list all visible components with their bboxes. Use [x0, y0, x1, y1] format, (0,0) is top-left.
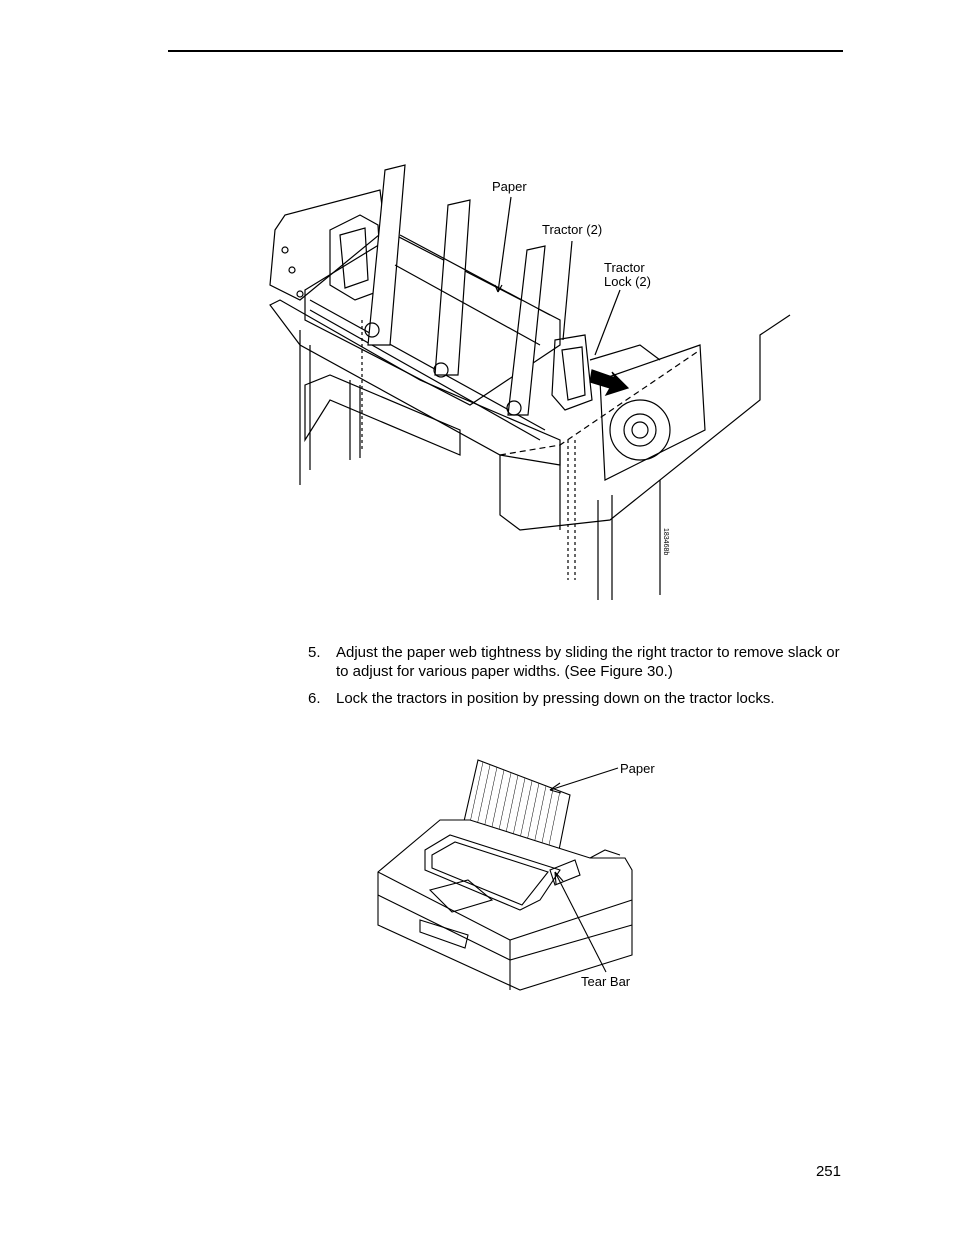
label-tear-bar: Tear Bar [581, 974, 631, 989]
step-text: Lock the tractors in position by pressin… [336, 690, 775, 707]
step-item: 5. Adjust the paper web tightness by sli… [308, 643, 848, 681]
label-tractor: Tractor (2) [542, 222, 603, 237]
label-paper-fig1: Paper [492, 179, 527, 194]
label-tractor-lock-line2: Lock (2) [604, 274, 651, 289]
printer-illustration [377, 759, 633, 991]
step-item: 6. Lock the tractors in position by pres… [308, 689, 848, 708]
header-rule [168, 50, 843, 52]
step-number: 5. [308, 644, 321, 661]
label-paper-fig2: Paper [620, 761, 655, 776]
label-tractor-lock-line1: Tractor [604, 260, 645, 275]
instruction-steps: 5. Adjust the paper web tightness by sli… [308, 643, 848, 716]
tractor-illustration [269, 164, 791, 600]
step-number: 6. [308, 690, 321, 707]
step-text: Adjust the paper web tightness by slidin… [336, 644, 840, 680]
page-number: 251 [815, 1163, 841, 1180]
